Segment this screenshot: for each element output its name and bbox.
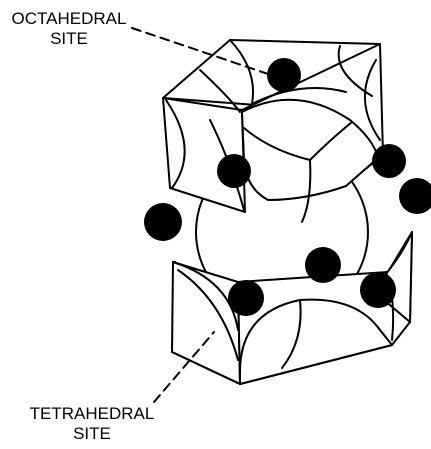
octahedral-label-line1: OCTAHEDRAL [0,9,138,29]
tetrahedral-site-atom-upper-left [217,154,251,188]
tetrahedral-site-atom-upper-right [372,144,406,178]
tetrahedral-site-atom-lower-left [228,280,264,316]
tetrahedral-site-atom-lower-right [360,272,396,308]
lower-block-left-face [172,262,240,384]
octahedral-label-line2: SITE [0,29,138,49]
tetrahedral-label-line1: TETRAHEDRAL [0,404,184,424]
octahedral-site-atom-left [144,203,182,241]
tetrahedral-label-line2: SITE [0,424,184,444]
octahedral-site-atom-top [267,58,301,92]
tetrahedral-site-label: TETRAHEDRAL SITE [0,404,184,444]
octahedral-site-label: OCTAHEDRAL SITE [0,9,138,49]
octahedral-site-atom-right [399,178,431,214]
octahedral-site-atom-center [305,247,341,283]
